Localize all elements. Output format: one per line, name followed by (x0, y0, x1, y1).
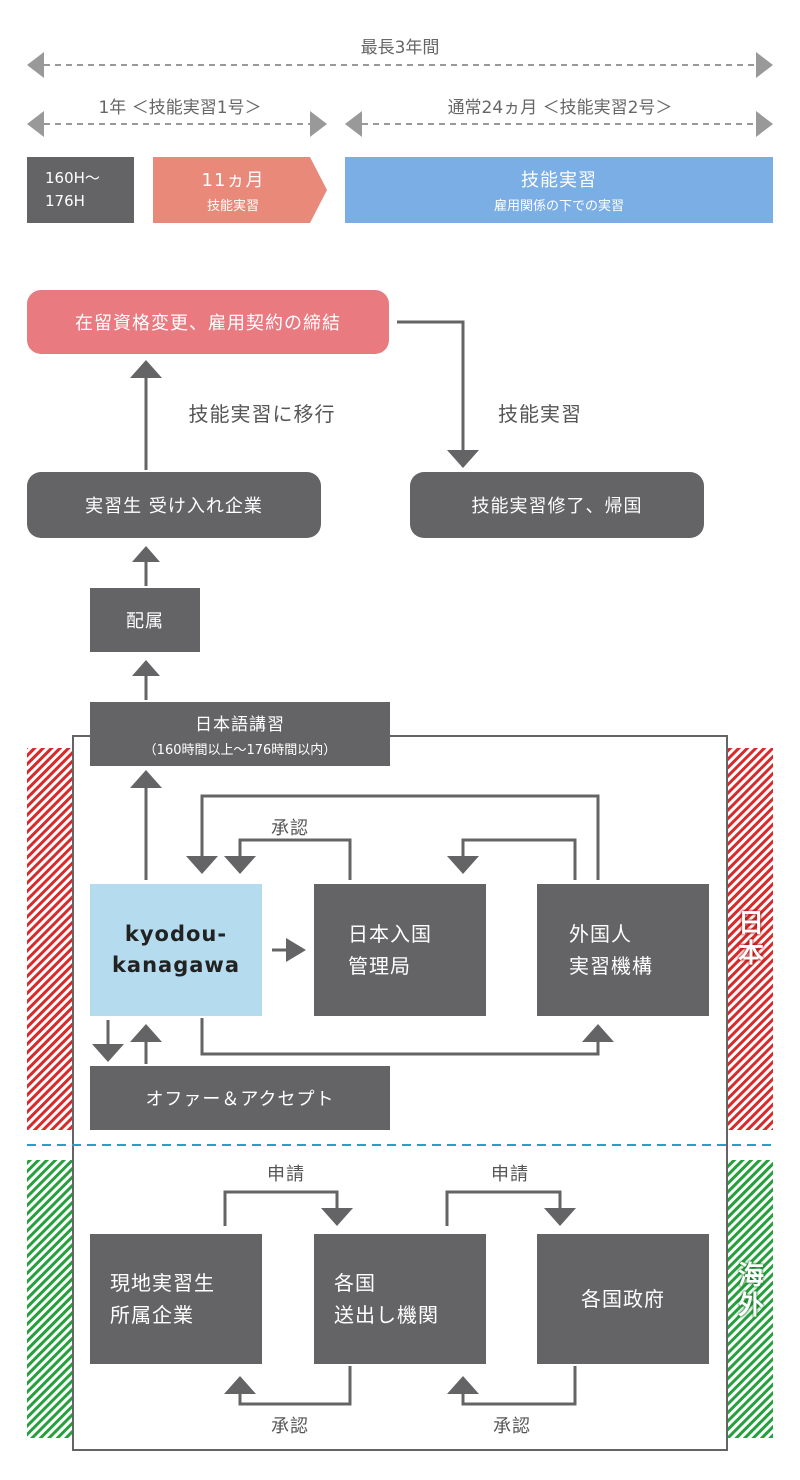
immigration-line1: 日本入国 (348, 922, 432, 946)
shift-label: 技能実習に移行 (188, 402, 336, 426)
training-title: 技能実習 (521, 170, 597, 191)
hours-line2: 176H (45, 192, 85, 210)
otit-line1: 外国人 (569, 922, 632, 946)
kyodou-line2: kanagawa (111, 953, 241, 977)
japan-region-label: 日本 (737, 909, 764, 969)
government-box: 各国政府 (537, 1234, 709, 1364)
local-company-line2: 所属企業 (110, 1303, 194, 1327)
immigration-line2: 管理局 (348, 954, 411, 978)
status-change-box: 在留資格変更、雇用契約の締結 (27, 290, 389, 354)
local-company-line1: 現地実習生 (110, 1271, 215, 1295)
local-company-box: 現地実習生 所属企業 (90, 1234, 262, 1364)
phase2-label: 通常24ヵ月 ＜技能実習2号＞ (390, 93, 730, 118)
otit-line2: 実習機構 (569, 954, 653, 978)
months11-box: 11ヵ月 技能実習 (153, 157, 313, 223)
max-period-label: 最長3年間 (300, 33, 500, 58)
offer-accept-box: オファー＆アクセプト (90, 1066, 390, 1130)
apply-right-label: 申請 (491, 1164, 529, 1185)
kyodou-line1: kyodou- (124, 921, 228, 946)
training-sub: 雇用関係の下での実習 (493, 199, 624, 214)
immigration-box: 日本入国 管理局 (314, 884, 486, 1016)
overseas-band-left (27, 1160, 73, 1438)
completion-box: 技能実習修了、帰国 (410, 472, 704, 538)
japanese-course-box: 日本語講習 （160時間以上〜176時間以内） (90, 702, 390, 766)
sending-org-line1: 各国 (334, 1271, 376, 1295)
assignment-box: 配属 (90, 588, 200, 652)
approval-bottom-left-label: 承認 (271, 1416, 309, 1437)
sending-org-line2: 送出し機関 (334, 1303, 439, 1327)
approval-top-label: 承認 (271, 818, 309, 839)
phase1-label: 1年 ＜技能実習1号＞ (55, 93, 305, 118)
apply-left-label: 申請 (267, 1164, 305, 1185)
training-box: 技能実習 雇用関係の下での実習 (345, 157, 773, 223)
hours-box: 160H〜 176H (27, 157, 134, 223)
approval-bottom-right-label: 承認 (493, 1416, 531, 1437)
japanese-course-title: 日本語講習 (195, 715, 285, 735)
host-company-box: 実習生 受け入れ企業 (27, 472, 321, 538)
hours-line1: 160H〜 (45, 168, 100, 187)
japanese-course-hours: （160時間以上〜176時間以内） (143, 743, 337, 758)
kyodou-kanagawa-box: kyodou- kanagawa (90, 884, 262, 1016)
otit-box: 外国人 実習機構 (537, 884, 709, 1016)
japan-band-left (27, 748, 73, 1130)
months11-title: 11ヵ月 (201, 170, 265, 191)
overseas-region-label: 海外 (737, 1261, 764, 1321)
training-arrow-label: 技能実習 (498, 402, 582, 426)
months11-sub: 技能実習 (206, 199, 259, 214)
sending-org-box: 各国 送出し機関 (314, 1234, 486, 1364)
